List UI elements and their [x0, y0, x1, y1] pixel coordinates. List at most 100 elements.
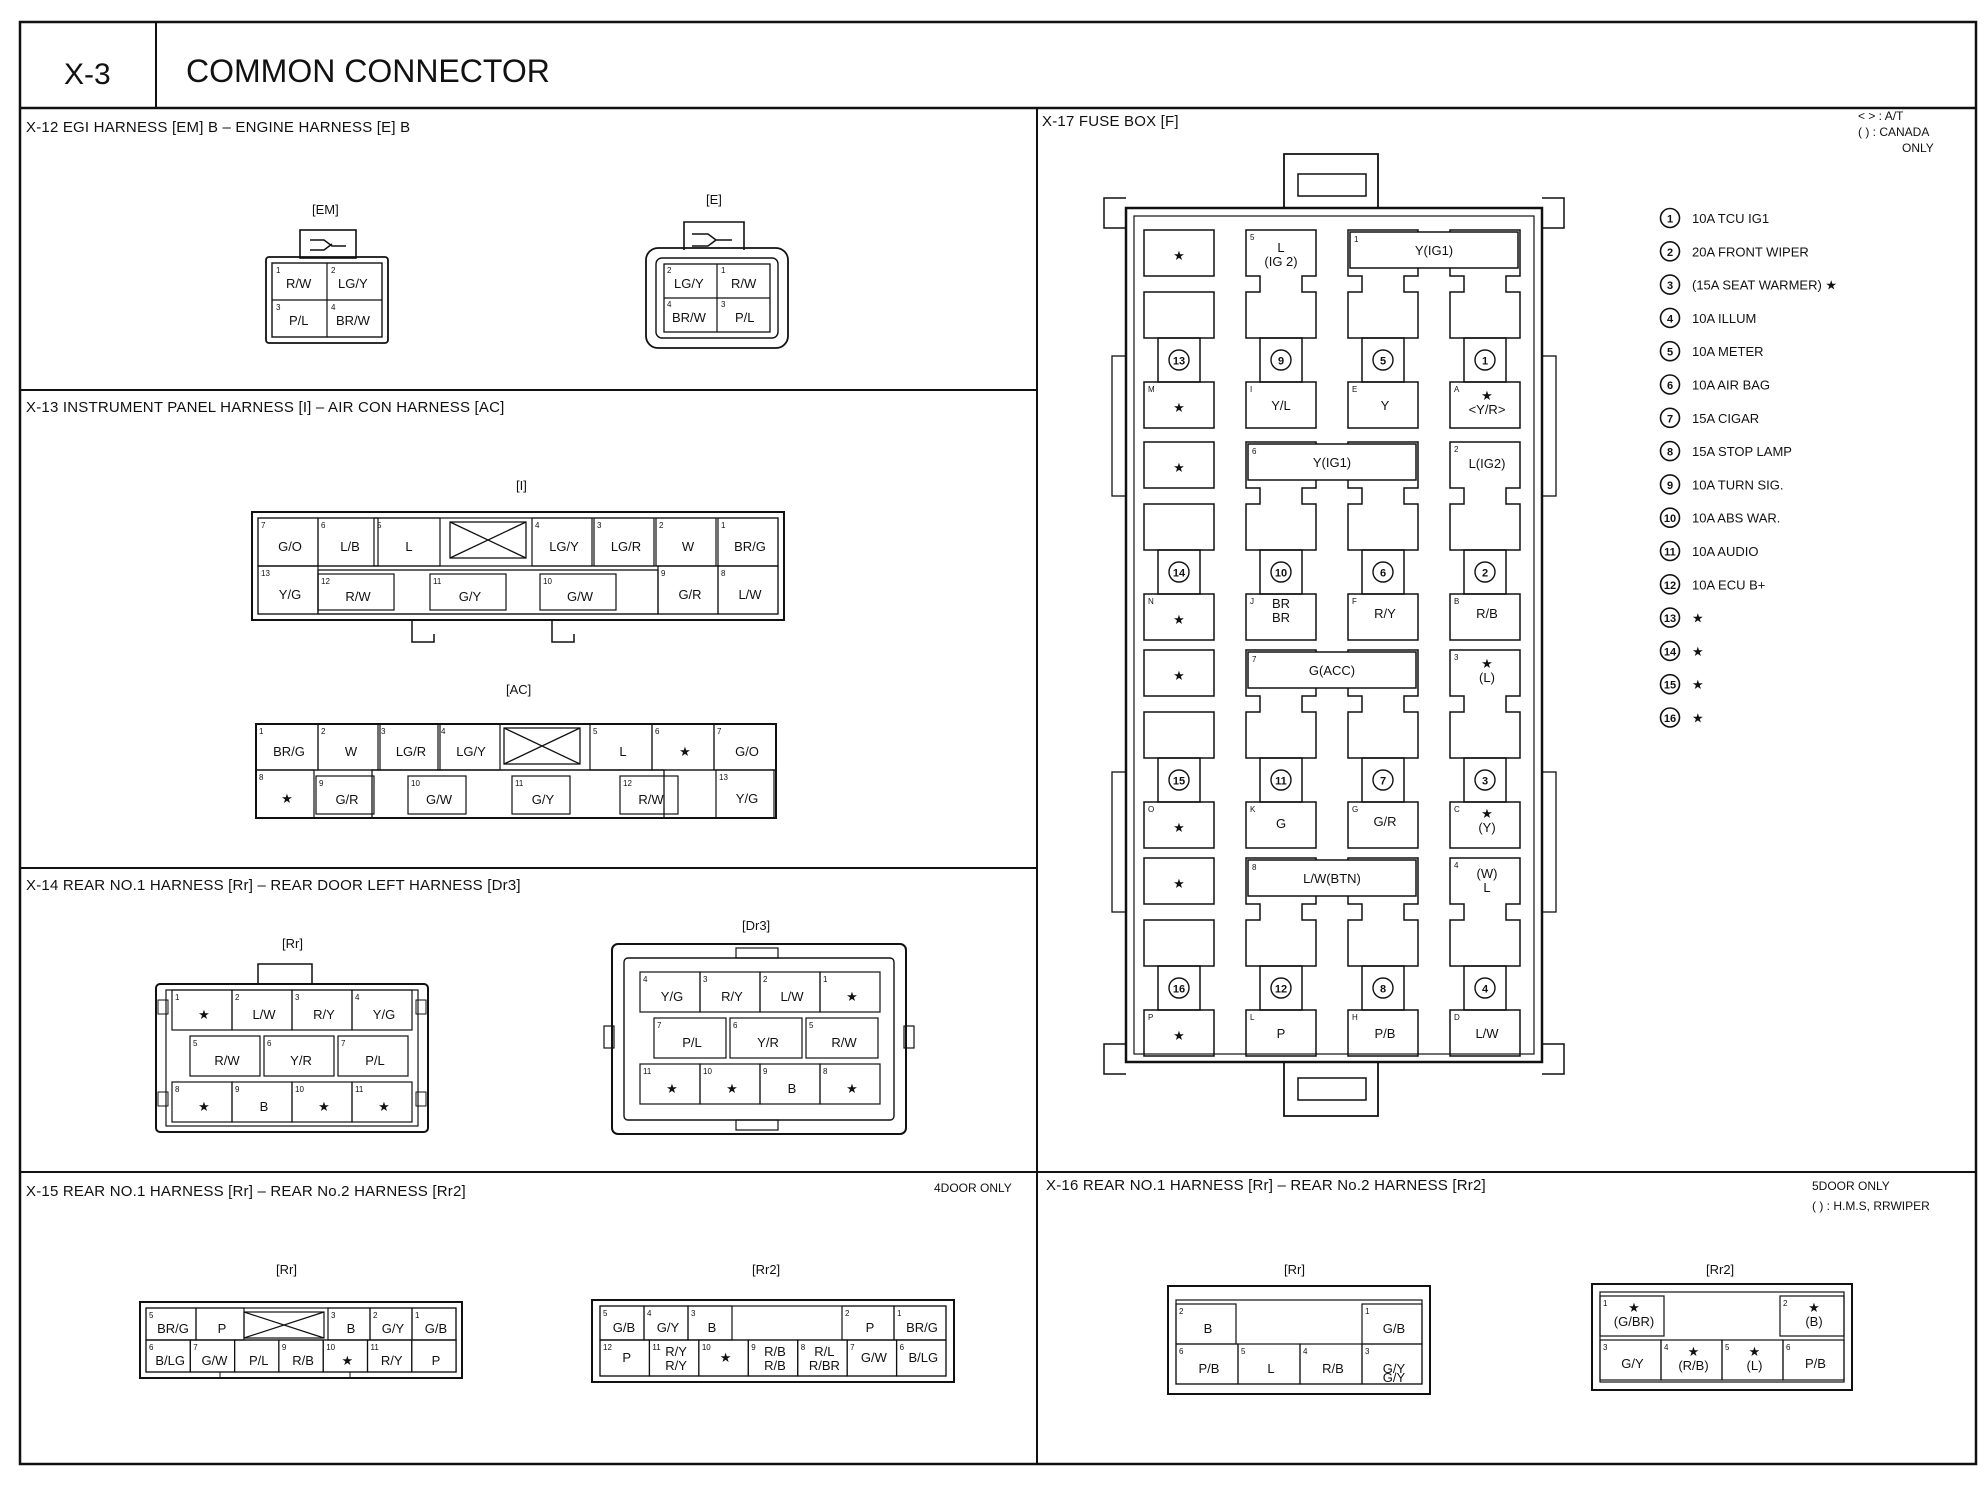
legend-text: 10A ECU B+ — [1692, 577, 1765, 592]
pin-number: 4 — [643, 975, 648, 984]
legend-text: 10A TURN SIG. — [1692, 477, 1784, 492]
pin-number: 8 — [259, 773, 264, 782]
pin-cell — [351, 989, 413, 1031]
pin-number: 7 — [193, 1343, 198, 1352]
fuse-wire: Y/L — [1271, 398, 1291, 413]
terminal-shape — [1347, 857, 1419, 967]
fuse-wire: P/B — [1375, 1026, 1396, 1041]
legend-text: 10A AUDIO — [1692, 544, 1758, 559]
pin-wire: R/W — [214, 1053, 240, 1068]
pin-wire: BR/G — [906, 1320, 938, 1335]
pin-2: LG/Y — [338, 276, 368, 291]
fuse-slot — [1143, 503, 1215, 551]
terminal-letter: B — [1454, 597, 1459, 606]
fuse-wire: (Y) — [1478, 820, 1495, 835]
pin-number: 5 — [377, 521, 382, 530]
fuse-number-circle — [1474, 769, 1496, 791]
pin-cell — [407, 775, 467, 815]
terminal-number: 1 — [1354, 235, 1359, 244]
pin-wire: Y/G — [279, 587, 301, 602]
pin-cell — [729, 1017, 803, 1059]
terminal-number: 2 — [1454, 445, 1459, 454]
pin-wire: ★ — [342, 1353, 354, 1368]
pin-number: 6 — [733, 1021, 738, 1030]
legend-item: 14★ — [1659, 640, 1704, 662]
pin-number: 4 — [1303, 1347, 1308, 1356]
fuse-wire: L/W — [1475, 1026, 1499, 1041]
terminal-letter: I — [1250, 385, 1252, 394]
pin-cell — [437, 723, 501, 771]
pin-2: LG/Y — [674, 276, 704, 291]
fuse-wire: L — [1483, 880, 1490, 895]
legend-number: 13 — [1664, 613, 1676, 625]
pin-number: 9 — [763, 1067, 768, 1076]
pin-wire: R/W — [638, 792, 664, 807]
pin-wire: ★ — [726, 1081, 738, 1096]
pin-wire: G/Y — [532, 792, 555, 807]
fuse-wire: Y — [1381, 398, 1390, 413]
fuse-number: 13 — [1173, 356, 1185, 368]
pin-number: 5 — [1241, 1347, 1246, 1356]
connector-dr3: [Dr3] 4Y/G3R/Y2L/W1★7P/L6Y/R5R/W11★10★9B… — [603, 918, 915, 1135]
section-x15: X-15 REAR NO.1 HARNESS [Rr] – REAR No.2 … — [26, 1181, 1012, 1383]
pin-number: 1 — [1365, 1307, 1370, 1316]
pin-wire: G/Y — [382, 1321, 405, 1336]
pin-number: 11 — [371, 1343, 380, 1352]
connector-label: [Rr2] — [752, 1262, 780, 1277]
pin-number: 5 — [149, 1311, 154, 1320]
pin-number: 10 — [295, 1085, 304, 1094]
terminal-letter: M — [1148, 385, 1155, 394]
section-title: X-12 EGI HARNESS [EM] B – ENGINE HARNESS… — [26, 119, 410, 136]
pin-number: 11 — [652, 1343, 661, 1352]
section-x12: X-12 EGI HARNESS [EM] B – ENGINE HARNESS… — [26, 119, 789, 349]
pin-number: 8 — [801, 1343, 806, 1352]
fuse-slot — [1143, 229, 1215, 277]
pin-number: 6 — [267, 1039, 272, 1048]
pin-wire: G/B — [1383, 1321, 1405, 1336]
pin-cell — [717, 565, 779, 615]
terminal-number: 7 — [1252, 655, 1257, 664]
pin-number: 11 — [515, 779, 524, 788]
bus-bar-label: Y(IG1) — [1415, 243, 1453, 258]
legend-text: ★ — [1692, 644, 1704, 659]
fuse-number: 16 — [1173, 984, 1185, 996]
pin-number: 4 — [1664, 1343, 1669, 1352]
pin-number: 10 — [703, 1067, 712, 1076]
pin-wire: P — [218, 1321, 227, 1336]
terminal-shape — [1347, 649, 1419, 759]
fuse-terminal — [1347, 801, 1419, 849]
pin-number: 2 — [763, 975, 768, 984]
pin-wire: G/W — [426, 792, 453, 807]
legend-number: 5 — [1667, 347, 1673, 359]
fuse-wire: (IG 2) — [1264, 254, 1297, 269]
legend-item: 15★ — [1659, 673, 1704, 695]
fuse-slot-star: ★ — [1173, 248, 1185, 263]
page-title: COMMON CONNECTOR — [186, 53, 550, 89]
legend-number: 12 — [1664, 580, 1676, 592]
legend-text: ★ — [1692, 677, 1704, 692]
terminal-shape — [1245, 229, 1317, 339]
pin-wire-alt: G/Y — [1383, 1370, 1406, 1385]
terminal-letter: G — [1352, 805, 1358, 814]
fuse-wire: <Y/R> — [1469, 402, 1506, 417]
pin-number: 7 — [261, 521, 266, 530]
fuse-slot — [1143, 857, 1215, 905]
pin-number: 4 — [355, 993, 360, 1002]
pin-wire: P/L — [682, 1035, 702, 1050]
pin-wire: ★ — [198, 1007, 210, 1022]
svg-text:2: 2 — [667, 266, 672, 275]
terminal-letter: P — [1148, 1013, 1153, 1022]
fuse-terminal — [1143, 593, 1215, 641]
pin-wire: B — [347, 1321, 356, 1336]
pin-cell — [1599, 1295, 1665, 1337]
connector-e: [E] 2 LG/Y 1 R/W 4 BR/W 3 P/L — [645, 192, 789, 349]
fuse-number: 5 — [1380, 356, 1386, 368]
pin-cell — [411, 1339, 457, 1373]
pin-wire: ★ — [198, 1099, 210, 1114]
page-code: X-3 — [64, 58, 111, 91]
pin-number: 2 — [1179, 1307, 1184, 1316]
pin-number: 13 — [261, 569, 270, 578]
